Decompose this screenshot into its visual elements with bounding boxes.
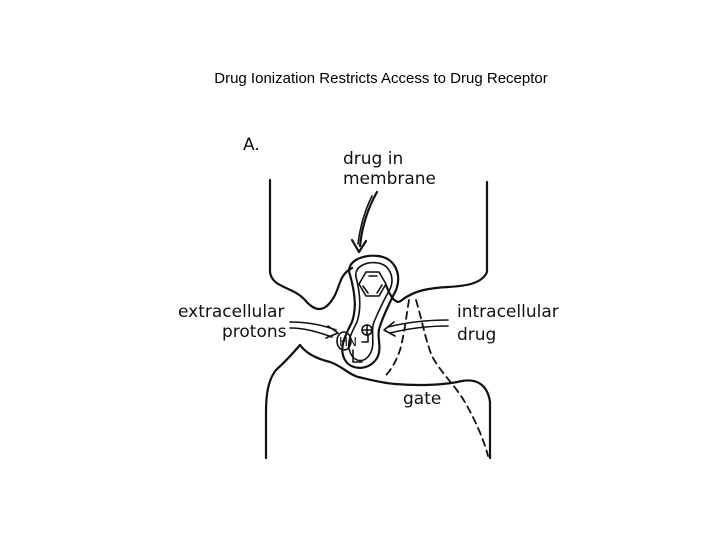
slide-title: Drug Ionization Restricts Access to Drug…: [214, 70, 548, 87]
nitrogen-label: HN: [339, 335, 357, 349]
label-drug-in: drug in: [343, 149, 403, 169]
benzene-bond: [376, 284, 383, 294]
extracellular-arrowhead: [325, 325, 339, 339]
benzene-ring: [358, 271, 387, 297]
drug-entry-arrow: [358, 190, 379, 248]
drug-molecule-outer: [341, 254, 400, 369]
proton-site: [336, 331, 352, 351]
intracellular-arrow-lower: [389, 325, 449, 334]
intracellular-arrow-upper: [387, 319, 449, 328]
label-extracellular: extracellular: [178, 302, 284, 322]
label-gate: gate: [403, 389, 441, 409]
channel-wall-lower-left: [298, 343, 397, 386]
drug-entry-arrowhead: [350, 238, 368, 254]
channel-wall-upper-right: [384, 180, 489, 303]
label-drug: drug: [457, 325, 496, 345]
gate-dashed-right: [415, 299, 489, 457]
channel-wall-lower-left-outer: [264, 343, 302, 460]
nitrogen-bond-down: [352, 349, 363, 363]
channel-wall-lower-right: [393, 379, 492, 460]
panel-label: A.: [243, 135, 260, 155]
drug-entry-arrow-shaft: [357, 195, 373, 245]
gate-dashed-left: [382, 299, 410, 379]
label-protons: protons: [222, 322, 287, 342]
nitrogen-bond-right: [361, 333, 369, 343]
label-intracellular: intracellular: [457, 302, 559, 322]
channel-wall-upper-left: [268, 178, 354, 311]
drug-molecule-inner: [347, 261, 393, 362]
benzene-bond: [362, 285, 369, 294]
label-membrane: membrane: [343, 169, 436, 189]
intracellular-arrowhead: [383, 321, 396, 337]
extracellular-arrow-lower: [289, 327, 333, 338]
